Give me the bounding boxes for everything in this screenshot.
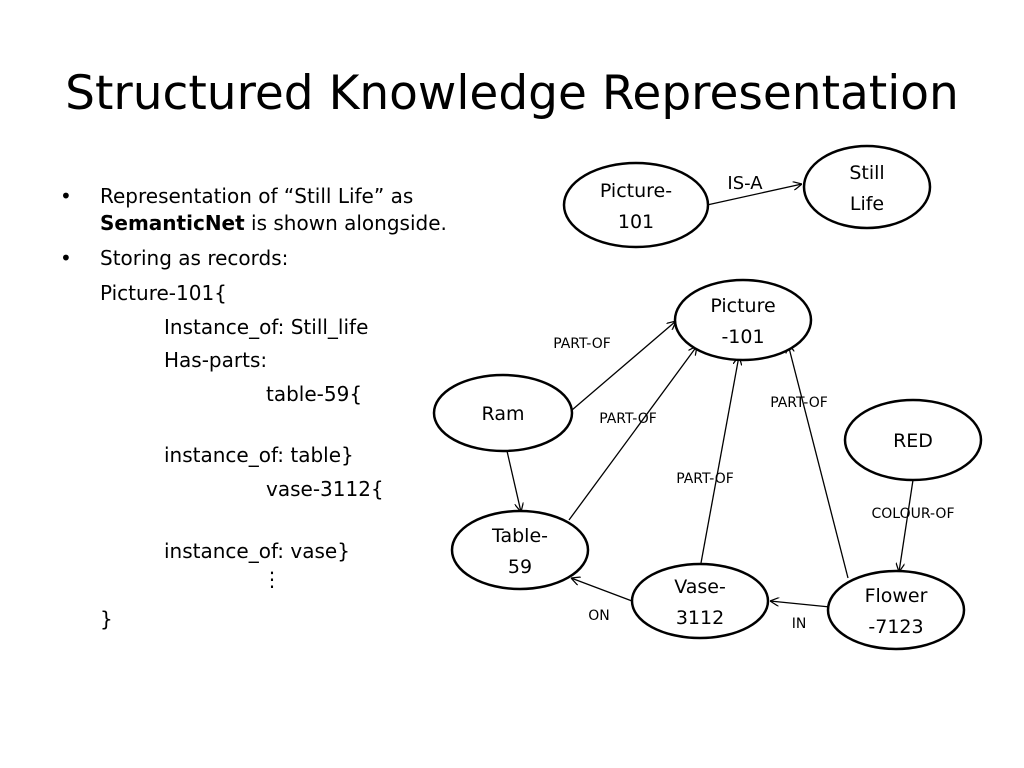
- node-label: Vase-: [674, 576, 726, 598]
- edge-is-a: [706, 184, 802, 206]
- bullet-1-line-1: Representation of “Still Life” as: [100, 184, 414, 208]
- edge-ram-to-table: [506, 450, 521, 512]
- edge-label-on: ON: [588, 608, 610, 624]
- node-label: -101: [721, 326, 764, 348]
- edge-label-table-part-of: PART-OF: [599, 411, 657, 427]
- record-line: instance_of: table}: [164, 443, 354, 467]
- slide-title: Structured Knowledge Representation: [65, 66, 959, 121]
- node-red: RED: [843, 398, 983, 482]
- node-label: 101: [618, 211, 654, 233]
- edge-flower-part-of: [788, 344, 849, 579]
- edge-table-part-of: [568, 346, 697, 521]
- bullet-marker: •: [60, 246, 72, 270]
- edge-vase-part-of: [700, 356, 739, 564]
- node-label: Still: [849, 162, 884, 184]
- node-ram: Ram: [432, 373, 574, 453]
- bullet-1-line-2: SemanticNet is shown alongside.: [100, 209, 447, 237]
- node-label: Ram: [482, 403, 525, 425]
- node-label: RED: [893, 430, 933, 452]
- node-picture-101-top: Picture- 101: [562, 161, 710, 249]
- edge-label-in: IN: [792, 616, 807, 632]
- node-label: -7123: [868, 616, 923, 638]
- edge-label-colour-of: COLOUR-OF: [871, 506, 954, 522]
- node-label: Life: [850, 193, 884, 215]
- bullet-1-rest: is shown alongside.: [244, 211, 447, 235]
- node-table-59: Table- 59: [450, 509, 590, 591]
- edge-in: [770, 601, 831, 608]
- edge-label-flower-part-of: PART-OF: [770, 395, 828, 411]
- record-line: table-59{: [266, 382, 363, 406]
- record-line: Picture-101{: [100, 281, 227, 305]
- node-picture-101: Picture -101: [673, 278, 813, 362]
- bullet-2: Storing as records:: [100, 246, 289, 270]
- semanticnet-term: SemanticNet: [100, 211, 245, 235]
- node-label: Picture: [710, 295, 775, 317]
- bullet-marker: •: [60, 184, 72, 208]
- node-label: 3112: [676, 607, 724, 629]
- edge-label-ram-part-of: PART-OF: [553, 336, 611, 352]
- record-line: vase-3112{: [266, 477, 384, 501]
- record-line: Instance_of: Still_life: [164, 315, 369, 339]
- node-vase-3112: Vase- 3112: [630, 562, 770, 640]
- node-still-life: Still Life: [802, 144, 932, 230]
- node-label: Picture-: [600, 180, 672, 202]
- node-label: 59: [508, 556, 532, 578]
- edge-on: [571, 578, 633, 602]
- edge-ram-part-of: [571, 321, 676, 411]
- node-label: Flower: [865, 585, 928, 607]
- node-label: Table-: [491, 525, 548, 547]
- edge-label-is-a: IS-A: [727, 173, 763, 194]
- record-line: }: [100, 607, 113, 631]
- record-ellipsis: ⋮: [262, 567, 282, 591]
- edge-label-vase-part-of: PART-OF: [676, 471, 734, 487]
- node-flower-7123: Flower -7123: [826, 569, 966, 651]
- edge-colour-of: [899, 479, 914, 572]
- record-line: instance_of: vase}: [164, 539, 350, 563]
- record-line: Has-parts:: [164, 348, 268, 372]
